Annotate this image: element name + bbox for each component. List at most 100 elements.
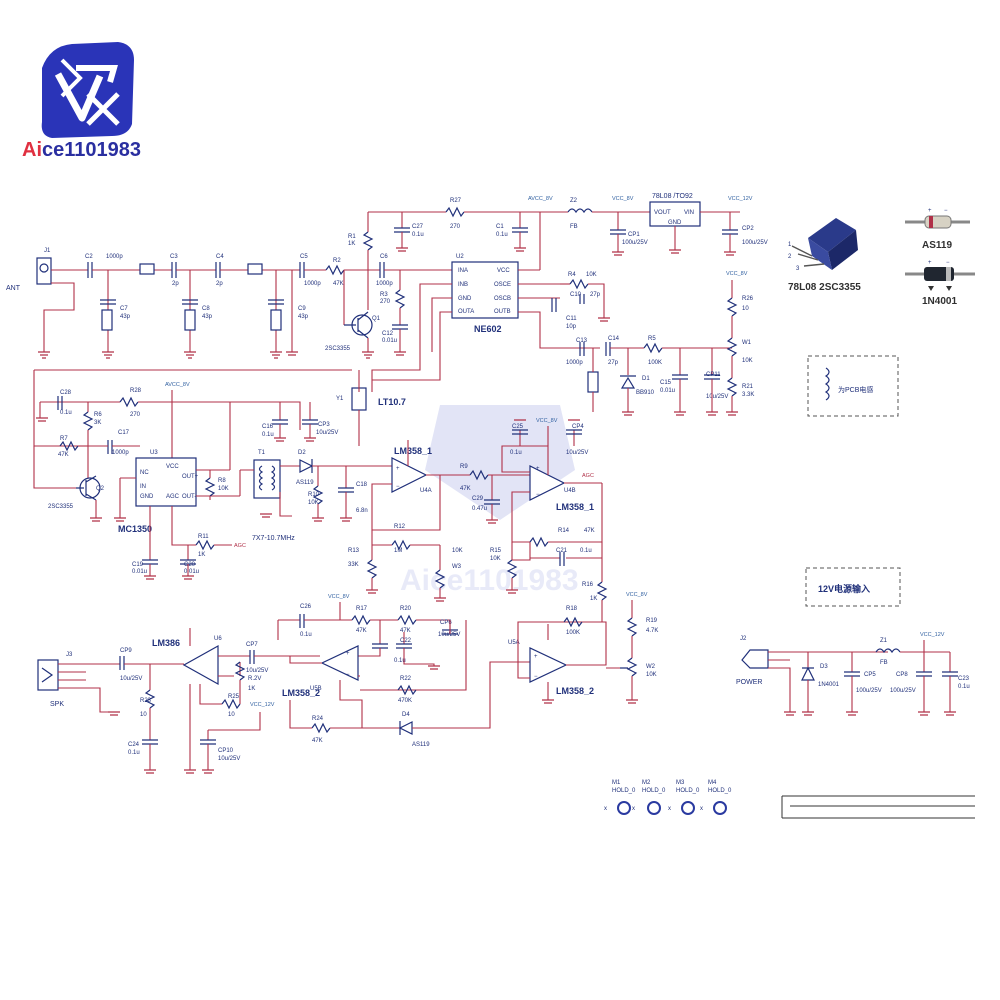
svg-text:10K: 10K <box>452 548 463 554</box>
svg-text:CP1: CP1 <box>628 232 640 238</box>
svg-text:Q2: Q2 <box>96 486 105 492</box>
svg-text:33K: 33K <box>348 562 359 568</box>
svg-text:10u/25V: 10u/25V <box>438 632 460 638</box>
to92-label: 78L08 2SC3355 <box>788 282 861 293</box>
svg-text:C26: C26 <box>300 604 312 610</box>
svg-text:1000p: 1000p <box>376 281 393 287</box>
svg-text:OSCE: OSCE <box>494 282 511 288</box>
svg-text:Y1: Y1 <box>336 396 344 402</box>
svg-text:1000p: 1000p <box>304 281 321 287</box>
svg-text:1000p: 1000p <box>106 254 123 260</box>
svg-text:M2: M2 <box>642 780 651 786</box>
svg-text:0.1u: 0.1u <box>412 232 424 238</box>
svg-text:R21: R21 <box>742 384 754 390</box>
svg-text:0.01u: 0.01u <box>382 338 397 344</box>
svg-text:+: + <box>928 260 932 266</box>
svg-text:VCC: VCC <box>166 464 179 470</box>
svg-text:10K: 10K <box>490 556 501 562</box>
mounting-holes: M1 HOLD_0 x M2 HOLD_0 x M3 HOLD_0 x M4 H… <box>604 780 732 815</box>
svg-text:3.3K: 3.3K <box>742 392 754 398</box>
svg-text:U5B: U5B <box>310 686 322 692</box>
power-label: POWER <box>736 679 762 686</box>
diode-1n4001-icon: + − <box>905 260 975 291</box>
svg-text:CP11: CP11 <box>706 372 721 378</box>
svg-text:−: − <box>346 672 350 678</box>
svg-text:CP2: CP2 <box>742 226 754 232</box>
svg-text:VCC_8V: VCC_8V <box>726 271 748 277</box>
svg-text:10K: 10K <box>646 672 657 678</box>
svg-text:3K: 3K <box>94 420 101 426</box>
svg-text:R7: R7 <box>60 436 68 442</box>
svg-text:Z2: Z2 <box>570 198 578 204</box>
svg-text:LM358_1: LM358_1 <box>394 446 432 456</box>
svg-text:C9: C9 <box>298 306 306 312</box>
svg-text:10u/25V: 10u/25V <box>218 756 240 762</box>
svg-text:10u/25V: 10u/25V <box>316 430 338 436</box>
svg-text:10u/25V: 10u/25V <box>120 676 142 682</box>
svg-text:x: x <box>668 806 671 812</box>
to92-package-icon: 1 2 3 <box>788 218 858 272</box>
as119-label: AS119 <box>922 240 952 251</box>
svg-text:T1: T1 <box>258 450 266 456</box>
svg-text:47K: 47K <box>312 738 323 744</box>
svg-text:0.1u: 0.1u <box>394 658 406 664</box>
audio-section: J3 SPK CP9 10u/25V R23 10 C24 0.1u LM386… <box>37 592 658 774</box>
svg-text:−: − <box>944 208 948 214</box>
svg-text:C13: C13 <box>576 338 588 344</box>
svg-text:R24: R24 <box>312 716 324 722</box>
svg-text:U5A: U5A <box>508 640 520 646</box>
svg-text:10u/25V: 10u/25V <box>706 394 728 400</box>
svg-text:2p: 2p <box>172 281 179 287</box>
svg-text:C14: C14 <box>608 336 620 342</box>
svg-text:R23: R23 <box>140 698 152 704</box>
svg-text:C16: C16 <box>262 424 274 430</box>
svg-text:AS119: AS119 <box>296 480 314 486</box>
hole-m4: M4 HOLD_0 x <box>700 780 732 815</box>
svg-text:100u/25V: 100u/25V <box>622 240 648 246</box>
svg-text:VOUT: VOUT <box>654 210 671 216</box>
logo-text: ce1101983 <box>42 139 142 161</box>
svg-text:0.1u: 0.1u <box>262 432 274 438</box>
power-input-section: 12V电源输入 J2 POWER D3 1N4001 CP5 100u/25V … <box>736 567 970 716</box>
svg-text:C5: C5 <box>300 254 308 260</box>
svg-text:C8: C8 <box>202 306 210 312</box>
svg-text:NC: NC <box>140 470 149 476</box>
svg-text:C17: C17 <box>118 430 130 436</box>
svg-text:2SC3355: 2SC3355 <box>325 346 351 352</box>
svg-text:AVCC_8V: AVCC_8V <box>528 196 553 202</box>
if-transformer-t1 <box>253 459 281 499</box>
svg-text:R26: R26 <box>742 296 754 302</box>
svg-text:R6: R6 <box>94 412 102 418</box>
svg-text:HOLD_0: HOLD_0 <box>612 788 636 794</box>
svg-text:Q1: Q1 <box>372 316 381 322</box>
svg-text:SPK: SPK <box>50 701 64 708</box>
svg-text:270: 270 <box>130 412 141 418</box>
logo-text-prefix: Ai <box>22 139 42 161</box>
svg-text:C25: C25 <box>512 424 524 430</box>
coil-l1 <box>101 309 113 331</box>
svg-text:U6: U6 <box>214 636 222 642</box>
svg-text:CP3: CP3 <box>318 422 330 428</box>
svg-text:INA: INA <box>458 268 468 274</box>
pcb-coil-box <box>807 355 899 417</box>
svg-text:43p: 43p <box>120 314 131 320</box>
svg-text:U3: U3 <box>150 450 158 456</box>
svg-text:47K: 47K <box>333 281 344 287</box>
svg-text:VCC_12V: VCC_12V <box>920 632 945 638</box>
svg-text:100u/25V: 100u/25V <box>890 688 916 694</box>
svg-text:IN: IN <box>140 484 146 490</box>
svg-text:C7: C7 <box>120 306 128 312</box>
label-ant: ANT <box>6 285 21 292</box>
svg-text:C6: C6 <box>380 254 388 260</box>
ic-mc1350 <box>135 457 197 507</box>
svg-text:AGC: AGC <box>582 473 594 479</box>
svg-text:+: + <box>928 208 932 214</box>
svg-text:CP4: CP4 <box>572 424 584 430</box>
svg-text:C11: C11 <box>566 316 577 322</box>
svg-text:LM358_2: LM358_2 <box>282 688 320 698</box>
svg-text:C15: C15 <box>660 380 672 386</box>
svg-text:CP7: CP7 <box>246 642 258 648</box>
svg-text:OUTA: OUTA <box>458 309 474 315</box>
svg-text:C29: C29 <box>472 496 484 502</box>
svg-text:LM358_2: LM358_2 <box>556 686 594 696</box>
